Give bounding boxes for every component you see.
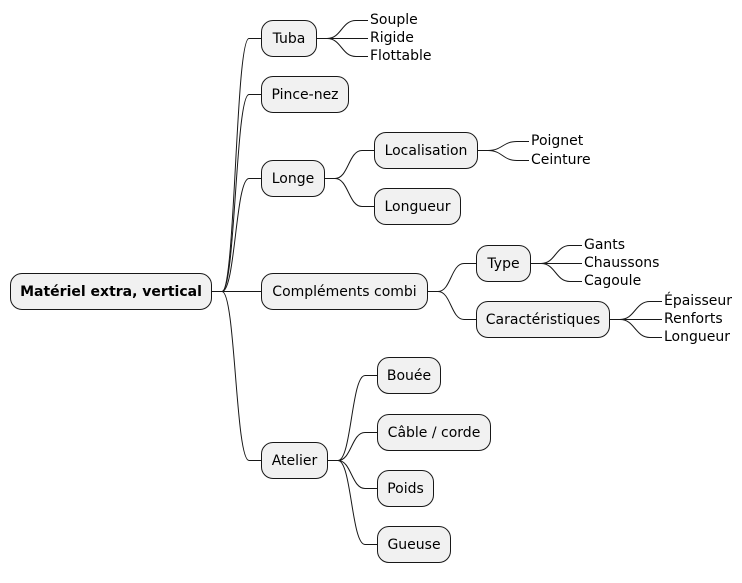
connector-node-caracteristiques bbox=[428, 291, 476, 320]
node-pince-nez[interactable]: Pince-nez bbox=[261, 76, 349, 113]
connector-node-tuba bbox=[212, 38, 261, 292]
connector-node-pince-nez bbox=[212, 94, 261, 292]
node-longueur[interactable]: Longueur bbox=[374, 188, 461, 225]
node-type[interactable]: Type bbox=[476, 245, 531, 282]
node-cable-corde[interactable]: Câble / corde bbox=[377, 414, 491, 451]
leaf-poignet: Poignet bbox=[531, 133, 584, 149]
connector-leaf-ceinture bbox=[478, 150, 529, 161]
leaf-souple: Souple bbox=[370, 12, 418, 28]
connector-leaf-epaisseur bbox=[610, 301, 662, 320]
node-complements-combi[interactable]: Compléments combi bbox=[261, 273, 428, 310]
leaf-rigide: Rigide bbox=[370, 30, 414, 46]
node-atelier[interactable]: Atelier bbox=[261, 442, 328, 479]
node-tuba[interactable]: Tuba bbox=[261, 20, 317, 57]
connector-node-type bbox=[428, 263, 476, 292]
leaf-flottable: Flottable bbox=[370, 48, 432, 64]
root-node[interactable]: Matériel extra, vertical bbox=[10, 273, 212, 310]
connector-node-atelier bbox=[212, 291, 261, 461]
node-localisation[interactable]: Localisation bbox=[374, 132, 478, 169]
connector-node-localisation bbox=[325, 150, 374, 179]
connector-node-longe bbox=[212, 178, 261, 292]
connector-leaf-longueur-combi bbox=[610, 319, 662, 338]
connector-node-cable-corde bbox=[328, 432, 377, 461]
connector-node-gueuse bbox=[328, 460, 377, 545]
leaf-gants: Gants bbox=[584, 237, 626, 253]
node-caracteristiques[interactable]: Caractéristiques bbox=[476, 301, 610, 338]
node-longe[interactable]: Longe bbox=[261, 160, 325, 197]
node-gueuse[interactable]: Gueuse bbox=[377, 526, 451, 563]
connector-leaf-flottable bbox=[317, 38, 368, 57]
leaf-chaussons: Chaussons bbox=[584, 255, 660, 271]
connector-leaf-cagoule bbox=[531, 263, 582, 282]
node-poids[interactable]: Poids bbox=[377, 470, 434, 507]
connector-node-bouee bbox=[328, 375, 377, 461]
connector-node-longueur bbox=[325, 178, 374, 207]
connector-leaf-poignet bbox=[478, 141, 529, 151]
leaf-renforts: Renforts bbox=[664, 311, 723, 327]
connector-leaf-souple bbox=[317, 20, 368, 39]
leaf-epaisseur: Épaisseur bbox=[664, 293, 733, 309]
leaf-cagoule: Cagoule bbox=[584, 273, 642, 289]
connector-leaf-gants bbox=[531, 245, 582, 264]
node-bouee[interactable]: Bouée bbox=[377, 357, 441, 394]
leaf-longueur-combi: Longueur bbox=[664, 329, 730, 345]
connector-node-poids bbox=[328, 460, 377, 489]
leaf-ceinture: Ceinture bbox=[531, 152, 591, 168]
